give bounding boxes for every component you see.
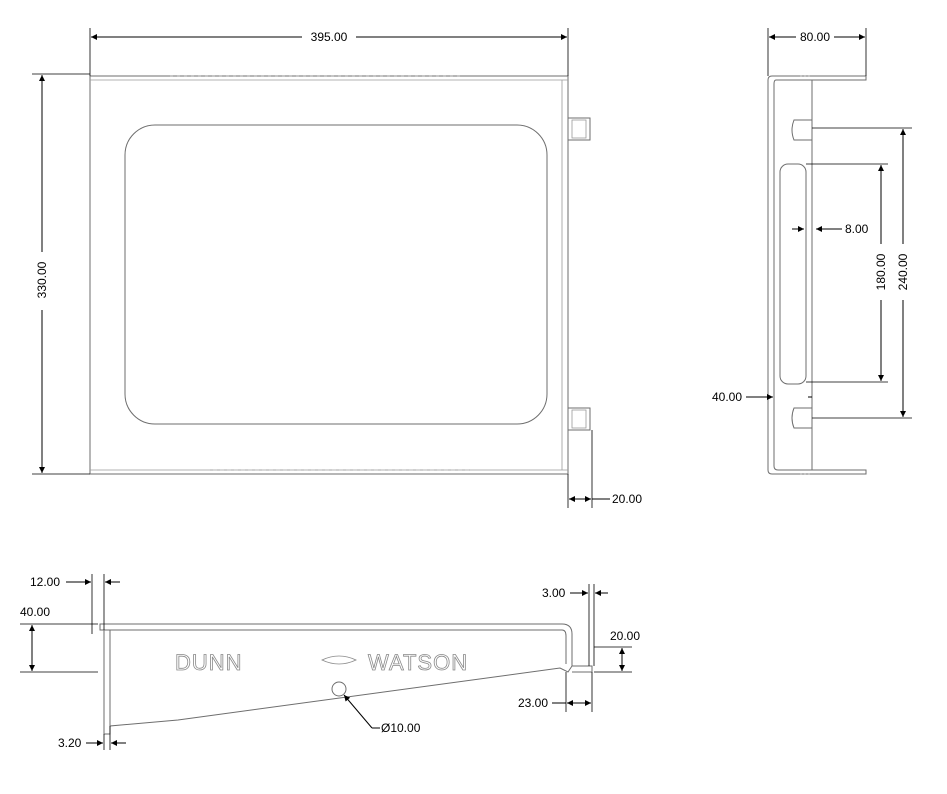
bottom-view: DUNN WATSON <box>99 623 593 735</box>
dim-bottom-tab-depth: 23.00 <box>518 672 593 712</box>
front-plate-outline <box>89 75 569 475</box>
dim-front-width: 395.00 <box>89 28 569 76</box>
bottom-hole <box>331 681 347 697</box>
dim-text-side-hole-spacing: 240.00 <box>896 253 910 290</box>
dim-text-bottom-thickness: 3.20 <box>58 736 82 750</box>
dim-text-side-slot-width: 8.00 <box>845 222 869 236</box>
bottom-tab <box>572 665 593 673</box>
dim-text-side-offset: 40.00 <box>712 390 742 404</box>
dim-bottom-thickness: 3.20 <box>58 726 126 750</box>
leader-line <box>343 694 373 729</box>
side-tab-bottom <box>791 407 813 429</box>
front-cutout <box>124 124 548 425</box>
dim-bottom-lip: 12.00 <box>30 574 120 634</box>
dim-side-offset: 40.00 <box>712 390 812 404</box>
dim-text-bottom-height: 40.00 <box>20 605 50 619</box>
front-tab-top <box>567 117 591 141</box>
logo-text-left: DUNN <box>175 650 243 675</box>
dim-front-height: 330.00 <box>32 73 90 475</box>
side-view <box>767 75 867 475</box>
dim-text-front-tab: 20.00 <box>612 492 642 506</box>
side-bracket-outline <box>767 75 867 475</box>
dim-side-width: 80.00 <box>767 28 867 76</box>
front-tab-top-inner <box>571 119 587 139</box>
side-slot <box>779 163 807 385</box>
dim-side-slot-width: 8.00 <box>792 222 869 236</box>
front-tab-bottom-inner <box>571 409 587 429</box>
side-tab-top <box>791 119 813 141</box>
dim-bottom-tab-height: 20.00 <box>594 629 640 673</box>
front-tab-bottom <box>567 407 591 431</box>
logo-text-right: WATSON <box>368 650 468 675</box>
front-view <box>89 75 591 475</box>
dim-text-bottom-tab-height: 20.00 <box>610 629 640 643</box>
dim-text-front-height: 330.00 <box>35 261 49 298</box>
dim-text-bottom-tab-depth: 23.00 <box>518 696 548 710</box>
dim-front-tab: 20.00 <box>567 430 642 508</box>
dim-text-side-slot-length: 180.00 <box>874 253 888 290</box>
dim-text-bottom-lip: 12.00 <box>30 575 60 589</box>
dim-text-side-width: 80.00 <box>800 30 830 44</box>
dim-text-bottom-tab-thickness: 3.00 <box>542 586 566 600</box>
bottom-bracket-outline <box>99 623 573 735</box>
bottom-bend <box>561 629 567 664</box>
logo-emblem-icon <box>321 655 357 665</box>
dim-bottom-height: 40.00 <box>20 605 98 673</box>
dim-text-bottom-hole: Ø10.00 <box>381 721 421 735</box>
dim-side-hole-spacing: 240.00 <box>812 127 912 419</box>
dim-side-slot-length: 180.00 <box>806 163 888 383</box>
dim-text-front-width: 395.00 <box>311 30 348 44</box>
dim-bottom-tab-thickness: 3.00 <box>542 584 608 666</box>
dim-bottom-hole: Ø10.00 <box>343 694 421 735</box>
